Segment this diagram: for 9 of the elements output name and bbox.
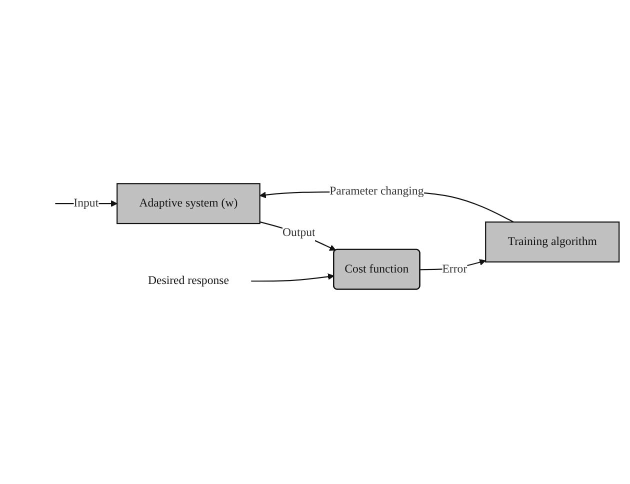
node-text: Desired response <box>148 274 229 288</box>
edge-label: Error <box>442 262 468 276</box>
arrow <box>251 273 334 282</box>
arrow <box>260 221 336 251</box>
node-box: Adaptive system (w) <box>116 183 260 224</box>
edge-label: Parameter changing <box>330 185 424 198</box>
edge-label: Input <box>74 196 99 210</box>
node-box: Training algorithm <box>485 222 620 262</box>
edge-label: Output <box>282 226 316 239</box>
